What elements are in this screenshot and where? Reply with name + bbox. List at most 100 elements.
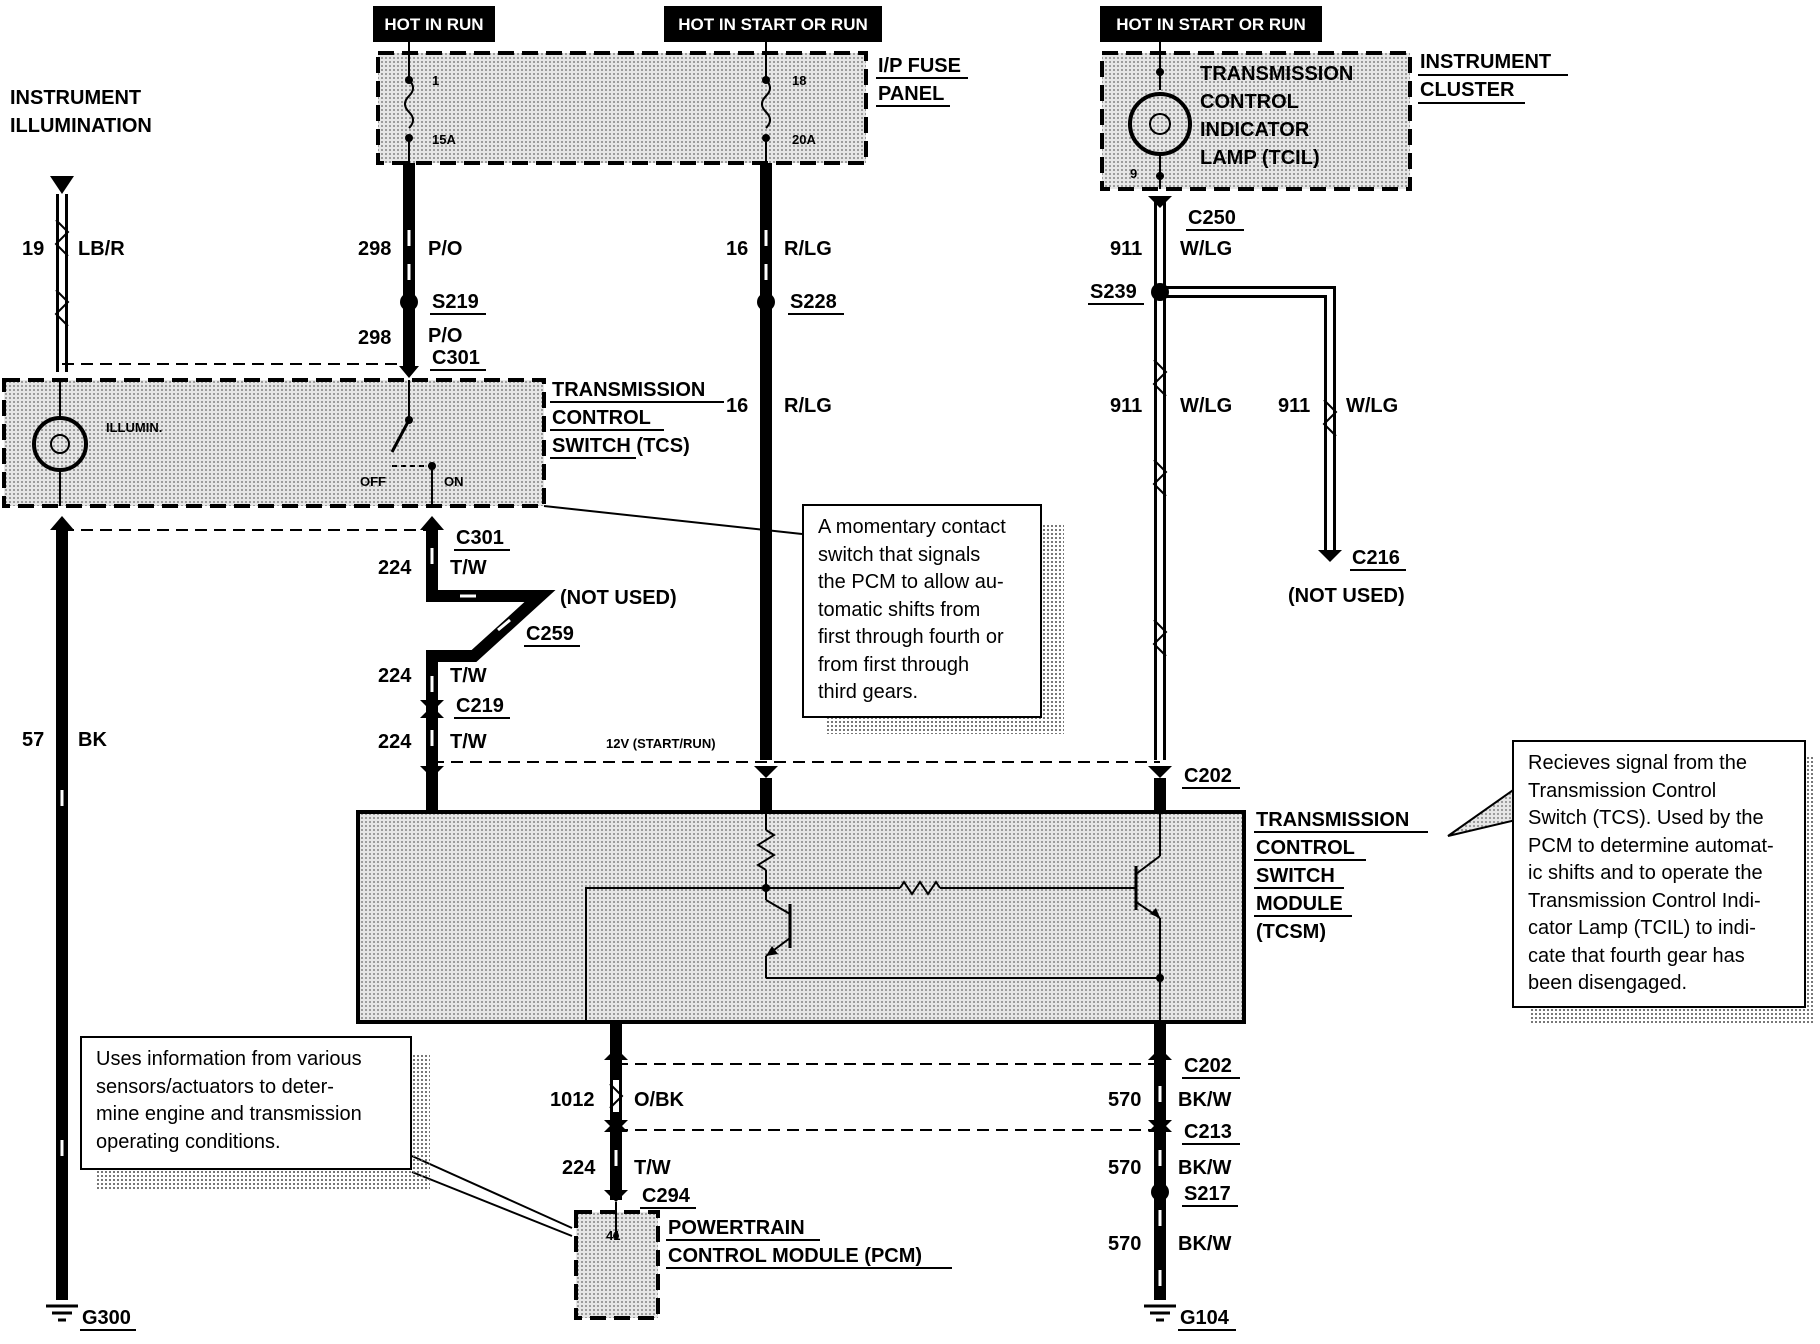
fuse-panel: 1 15A 18 20A I/P FUSE PANEL xyxy=(376,42,968,165)
label-fuse-panel-fuse1-amp: 15A xyxy=(432,132,456,147)
wire-19 xyxy=(54,194,70,372)
label-connectors-g300: G300 xyxy=(82,1307,131,1329)
header-hot-in-run: HOT IN RUN xyxy=(373,6,495,42)
label-circuits-tw-b: T/W xyxy=(450,665,487,687)
label-supply-hot-start-run-1: HOT IN START OR RUN xyxy=(678,15,868,34)
label-circuits-rlg-b: R/LG xyxy=(784,395,832,417)
label-fuse-panel-fuse2-amp: 20A xyxy=(792,132,816,147)
tcs-note-line-1: A momentary contact xyxy=(818,516,1006,538)
label-circuits-bkw-a: BK/W xyxy=(1178,1089,1231,1111)
label-tcs-on: ON xyxy=(444,474,464,489)
label-connectors-c301b: C301 xyxy=(456,527,504,549)
label-connectors-s228: S228 xyxy=(790,291,837,313)
tcsm-note-line-1: Recieves signal from the xyxy=(1528,752,1747,774)
label-supply-hot-in-run: HOT IN RUN xyxy=(384,15,483,34)
label-tcs-title-1: CONTROL xyxy=(552,407,651,429)
label-circuits-po-a: P/O xyxy=(428,238,462,260)
tcsm-note-line-8: cate that fourth gear has xyxy=(1528,944,1745,967)
label-circuits-c911b: 911 xyxy=(1110,395,1142,417)
label-circuits-c911c: 911 xyxy=(1278,395,1310,417)
label-fuse-panel-fuse1-num: 1 xyxy=(432,73,439,88)
splice-s219 xyxy=(400,293,418,311)
label-tcs-illum: ILLUMIN. xyxy=(106,420,162,435)
tcsm-note-line-9: been disengaged. xyxy=(1528,972,1688,994)
label-tcsm-title-0: TRANSMISSION xyxy=(1256,809,1409,831)
tcsm-note-line-7: cator Lamp (TCIL) to indi- xyxy=(1528,917,1756,939)
label-circuits-c224d: 224 xyxy=(562,1157,596,1179)
label-connectors-c213: C213 xyxy=(1184,1121,1232,1143)
ground-g300-icon xyxy=(46,1304,78,1322)
tcs-note-line-3: the PCM to allow au- xyxy=(818,571,1004,593)
label-instrument-cluster-lamp-label-2: INDICATOR xyxy=(1200,119,1310,141)
tcsm-note-line-5: ic shifts and to operate the xyxy=(1528,862,1763,884)
label-circuits-c224a: 224 xyxy=(378,557,412,579)
pcm-note-line-3: mine engine and transmission xyxy=(96,1103,362,1125)
label-connectors-c216: C216 xyxy=(1352,547,1400,569)
label-instrument-cluster-lamp-label-3: LAMP (TCIL) xyxy=(1200,147,1320,169)
tcsm-note-line-6: Transmission Control Indi- xyxy=(1528,889,1761,912)
label-connectors-c259: C259 xyxy=(526,623,574,645)
wire-57 xyxy=(50,516,74,1300)
header-hot-start-run-cluster: HOT IN START OR RUN xyxy=(1100,6,1322,42)
label-instrument-cluster-lamp-label-0: TRANSMISSION xyxy=(1200,63,1353,85)
tcs-note-line-7: third gears. xyxy=(818,681,919,703)
tcsm-module xyxy=(356,810,1246,1024)
label-instrument-cluster-lamp-label-1: CONTROL xyxy=(1200,91,1299,113)
label-circuits-bkw-b: BK/W xyxy=(1178,1157,1231,1179)
label-circuits-c19: 19 xyxy=(22,238,44,260)
label-tcsm-title-2: SWITCH xyxy=(1256,865,1335,887)
label-connectors-g104: G104 xyxy=(1180,1307,1230,1329)
label-fuse-panel-title-0: I/P FUSE xyxy=(878,55,961,77)
label-circuits-bkw-c: BK/W xyxy=(1178,1233,1231,1255)
label-circuits-wlg-a: W/LG xyxy=(1180,238,1232,260)
label-pcm-title-1: CONTROL MODULE (PCM) xyxy=(668,1245,922,1267)
pcm-note-line-1: Uses information from various xyxy=(96,1048,362,1070)
label-tcs-off: OFF xyxy=(360,474,386,489)
label-connectors-not-used-2: (NOT USED) xyxy=(1288,585,1405,607)
wire-911 xyxy=(1152,202,1338,760)
label-circuits-c911a: 911 xyxy=(1110,238,1142,260)
tcs-note-line-6: from first through xyxy=(818,653,970,676)
label-instrument-cluster-title-0: INSTRUMENT xyxy=(1420,51,1551,73)
label-tcs-title-2: SWITCH (TCS) xyxy=(552,435,690,457)
label-connectors-s239: S239 xyxy=(1090,281,1137,303)
label-instrument-illumination-0: INSTRUMENT xyxy=(10,87,141,109)
tcs-note: A momentary contact switch that signals … xyxy=(802,504,1042,718)
label-circuits-obk: O/BK xyxy=(634,1089,685,1111)
label-circuits-c224b: 224 xyxy=(378,665,412,687)
wire-224 xyxy=(420,516,556,812)
splice-s228 xyxy=(757,293,775,311)
label-circuits-c298b: 298 xyxy=(358,327,391,349)
label-tcsm-title-1: CONTROL xyxy=(1256,837,1355,859)
label-fuse-panel-title-1: PANEL xyxy=(878,83,944,105)
label-circuits-c224c: 224 xyxy=(378,731,412,753)
label-connectors-c294: C294 xyxy=(642,1185,691,1207)
label-circuits-c1012: 1012 xyxy=(550,1089,595,1111)
label-circuits-po-b: P/O xyxy=(428,325,462,347)
splice-s239 xyxy=(1151,283,1169,301)
label-connectors-s219: S219 xyxy=(432,291,479,313)
label-connectors-c202a: C202 xyxy=(1184,765,1232,787)
label-instrument-illumination-1: ILLUMINATION xyxy=(10,115,152,137)
label-connectors-c301a: C301 xyxy=(432,347,480,369)
label-circuits-c57: 57 xyxy=(22,729,44,751)
label-circuits-v12: 12V (START/RUN) xyxy=(606,736,716,751)
label-connectors-not-used-1: (NOT USED) xyxy=(560,587,677,609)
pcm-note-line-2: sensors/actuators to deter- xyxy=(96,1075,334,1098)
label-circuits-tw-a: T/W xyxy=(450,557,487,579)
instrument-illumination-label: INSTRUMENT ILLUMINATION xyxy=(10,87,152,194)
label-circuits-lb-r: LB/R xyxy=(78,238,125,260)
label-connectors-c250: C250 xyxy=(1188,207,1236,229)
label-circuits-bk: BK xyxy=(78,729,107,751)
tcsm-note-line-3: Switch (TCS). Used by the xyxy=(1528,807,1764,829)
label-connectors-c219: C219 xyxy=(456,695,504,717)
label-circuits-c16b: 16 xyxy=(726,395,748,417)
label-connectors-s217: S217 xyxy=(1184,1183,1231,1205)
transmission-control-switch: ILLUMIN. OFF ON TRANSMISSION CONTROL SWI… xyxy=(2,378,724,508)
label-circuits-wlg-b: W/LG xyxy=(1180,395,1232,417)
label-circuits-tw-c: T/W xyxy=(450,731,487,753)
label-circuits-rlg-a: R/LG xyxy=(784,238,832,260)
label-circuits-tw-d: T/W xyxy=(634,1157,671,1179)
label-fuse-panel-fuse2-num: 18 xyxy=(792,73,806,88)
label-circuits-wlg-c: W/LG xyxy=(1346,395,1398,417)
